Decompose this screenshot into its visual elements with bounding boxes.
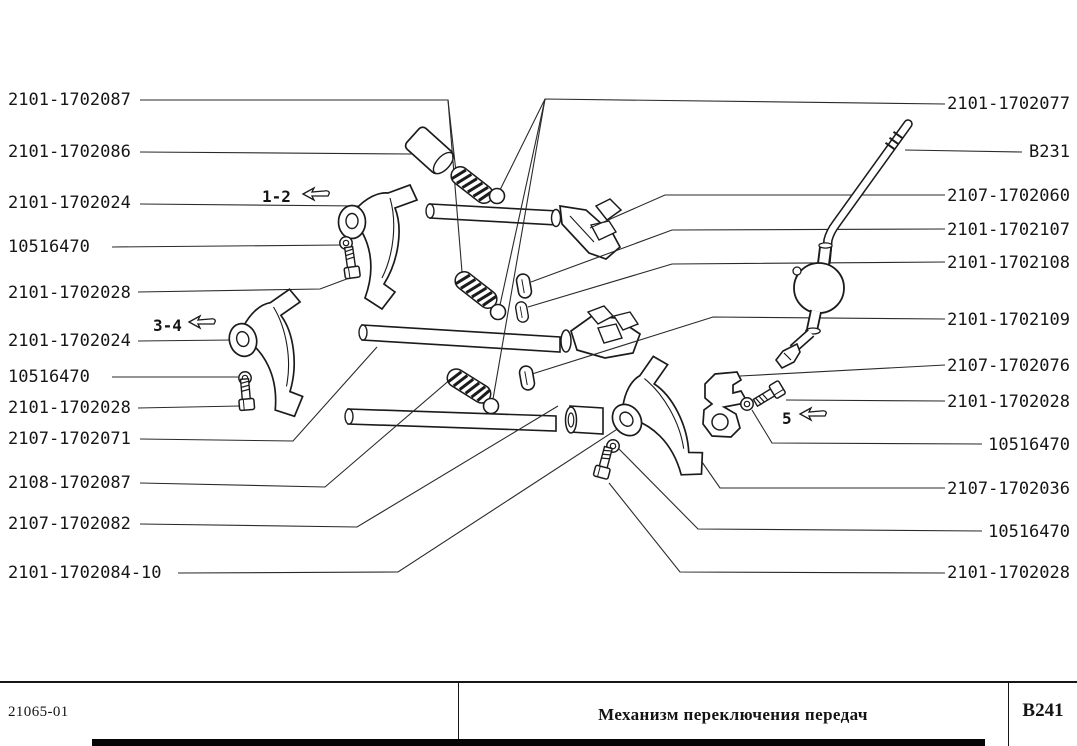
callout-part-number: 2101-1702108 (947, 253, 1070, 273)
shift-rod-3-4 (358, 324, 572, 353)
shift-rod-1-2 (425, 203, 562, 228)
direction-arrow-5 (799, 407, 827, 421)
callout-part-number: 10516470 (988, 435, 1070, 455)
detent-ball-3 (482, 397, 500, 415)
leader-lines (111, 98, 1023, 574)
callout-part-number: 2101-1702024 (8, 331, 131, 351)
callout-part-number: B231 (1029, 142, 1070, 162)
direction-arrow-3-4 (188, 315, 216, 329)
end-cap (404, 126, 455, 175)
figure-title: Механизм переключения передач (598, 705, 868, 724)
lock-bolt-2 (236, 377, 256, 412)
direction-arrow-1-2 (302, 187, 330, 201)
callout-part-number: 2107-1702060 (947, 186, 1070, 206)
annotation-1-2: 1-2 (262, 187, 291, 206)
callout-part-number: 10516470 (8, 237, 90, 257)
callout-part-number: 2101-1702084-10 (8, 563, 162, 583)
callout-part-number: 2101-1702087 (8, 90, 131, 110)
callout-part-number: 10516470 (8, 367, 90, 387)
spacer-bushing (564, 405, 604, 435)
guide-bracket (702, 371, 747, 438)
bracket-washer (740, 397, 754, 411)
callout-part-number: 2101-1702107 (947, 220, 1070, 240)
shift-head-1-2 (559, 198, 623, 260)
interlock-plunger-3 (517, 364, 537, 392)
figure-code: B241 (1022, 700, 1064, 721)
detent-ball-1 (488, 187, 506, 205)
gearshift-diagram: 1-2 3-4 5 (111, 98, 1023, 574)
callout-part-number: 2101-1702024 (8, 193, 131, 213)
callout-part-number: 2101-1702028 (8, 398, 131, 418)
interlock-plunger-1 (514, 272, 534, 300)
annotation-5: 5 (782, 409, 792, 428)
callout-part-number: 2101-1702109 (947, 310, 1070, 330)
lock-bolt-1 (340, 245, 362, 280)
shift-head-3-4 (570, 305, 642, 359)
interlock-plunger-2 (514, 300, 530, 324)
reverse-rod (344, 408, 557, 432)
callout-part-number: 2108-1702087 (8, 473, 131, 493)
callout-part-number: 2101-1702028 (947, 563, 1070, 583)
callout-part-number: 2107-1702071 (8, 429, 131, 449)
lever-thread-hatch (884, 130, 904, 151)
detent-ball-2 (489, 303, 507, 321)
title-block-divider (1008, 683, 1009, 746)
page-edge-bar (92, 739, 985, 746)
callout-part-number: 2101-1702028 (947, 392, 1070, 412)
callout-part-number: 2101-1702086 (8, 142, 131, 162)
title-block-divider (458, 683, 459, 746)
document-number: 21065-01 (8, 704, 69, 720)
callout-part-number: 10516470 (988, 522, 1070, 542)
title-block: 21065-01 Механизм переключения передач B… (0, 681, 1077, 746)
callout-part-number: 2107-1702036 (947, 479, 1070, 499)
annotation-3-4: 3-4 (153, 316, 182, 335)
bracket-bolt (750, 379, 787, 410)
callout-part-number: 2101-1702028 (8, 283, 131, 303)
callout-part-number: 2101-1702077 (947, 94, 1070, 114)
gear-lever (774, 119, 913, 370)
lock-bolt-4 (592, 444, 617, 481)
callout-part-number: 2107-1702076 (947, 356, 1070, 376)
callout-part-number: 2107-1702082 (8, 514, 131, 534)
